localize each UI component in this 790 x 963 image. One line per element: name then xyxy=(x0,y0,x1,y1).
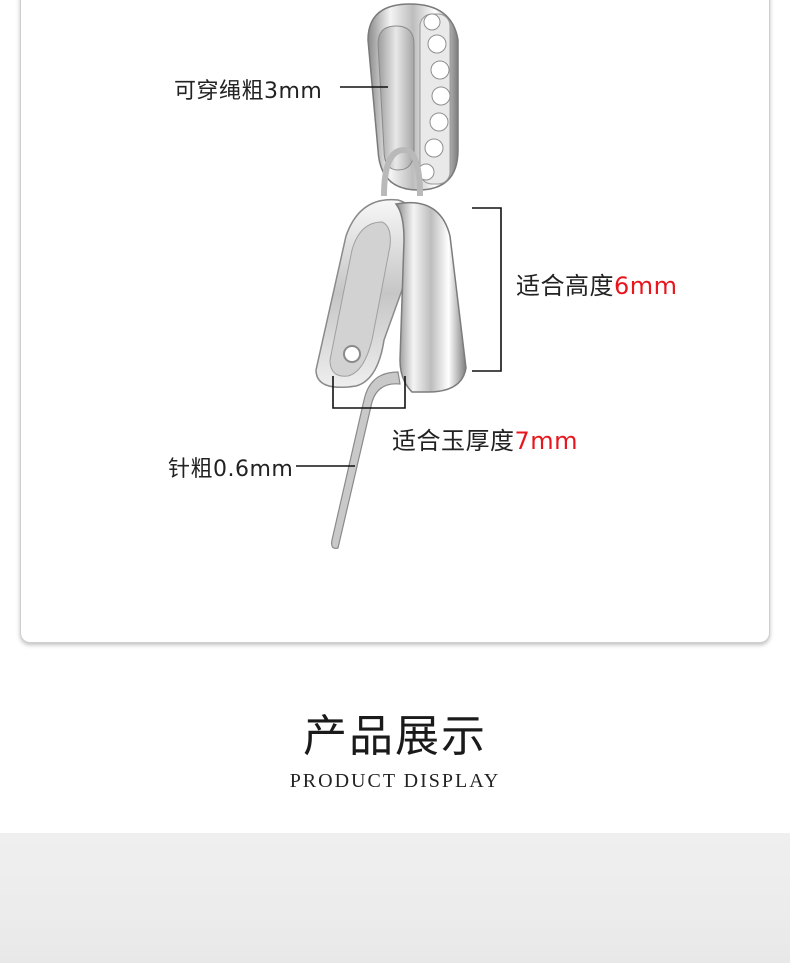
thickness-bracket xyxy=(332,376,406,409)
stone xyxy=(427,34,447,54)
section-subtitle: PRODUCT DISPLAY xyxy=(289,770,501,792)
jump-ring xyxy=(381,146,423,197)
pin xyxy=(331,371,401,549)
height-bracket xyxy=(472,207,502,372)
stone-row xyxy=(417,13,451,181)
stone xyxy=(430,60,450,80)
product-display-panel xyxy=(0,833,790,963)
stone xyxy=(429,112,449,132)
cord-thickness-label: 可穿绳粗3mm xyxy=(174,79,323,104)
section-title: 产品展示 xyxy=(303,711,487,762)
pin-thickness-label: 针粗0.6mm xyxy=(168,457,294,482)
stone xyxy=(424,138,444,158)
section-heading: 产品展示 PRODUCT DISPLAY xyxy=(0,700,790,793)
fit-thickness-value: 7mm xyxy=(514,427,579,455)
fit-height-text: 适合高度 xyxy=(516,272,614,300)
pendant-bail-illustration xyxy=(296,3,502,549)
stone xyxy=(431,86,451,106)
fit-height-label: 适合高度6mm xyxy=(516,266,678,301)
fit-thickness-label: 适合玉厚度7mm xyxy=(392,421,578,456)
pinch-bail xyxy=(315,198,467,393)
measure-guides xyxy=(296,86,502,467)
fit-thickness-text: 适合玉厚度 xyxy=(392,427,515,455)
stone xyxy=(423,13,441,31)
fit-height-value: 6mm xyxy=(614,272,678,300)
